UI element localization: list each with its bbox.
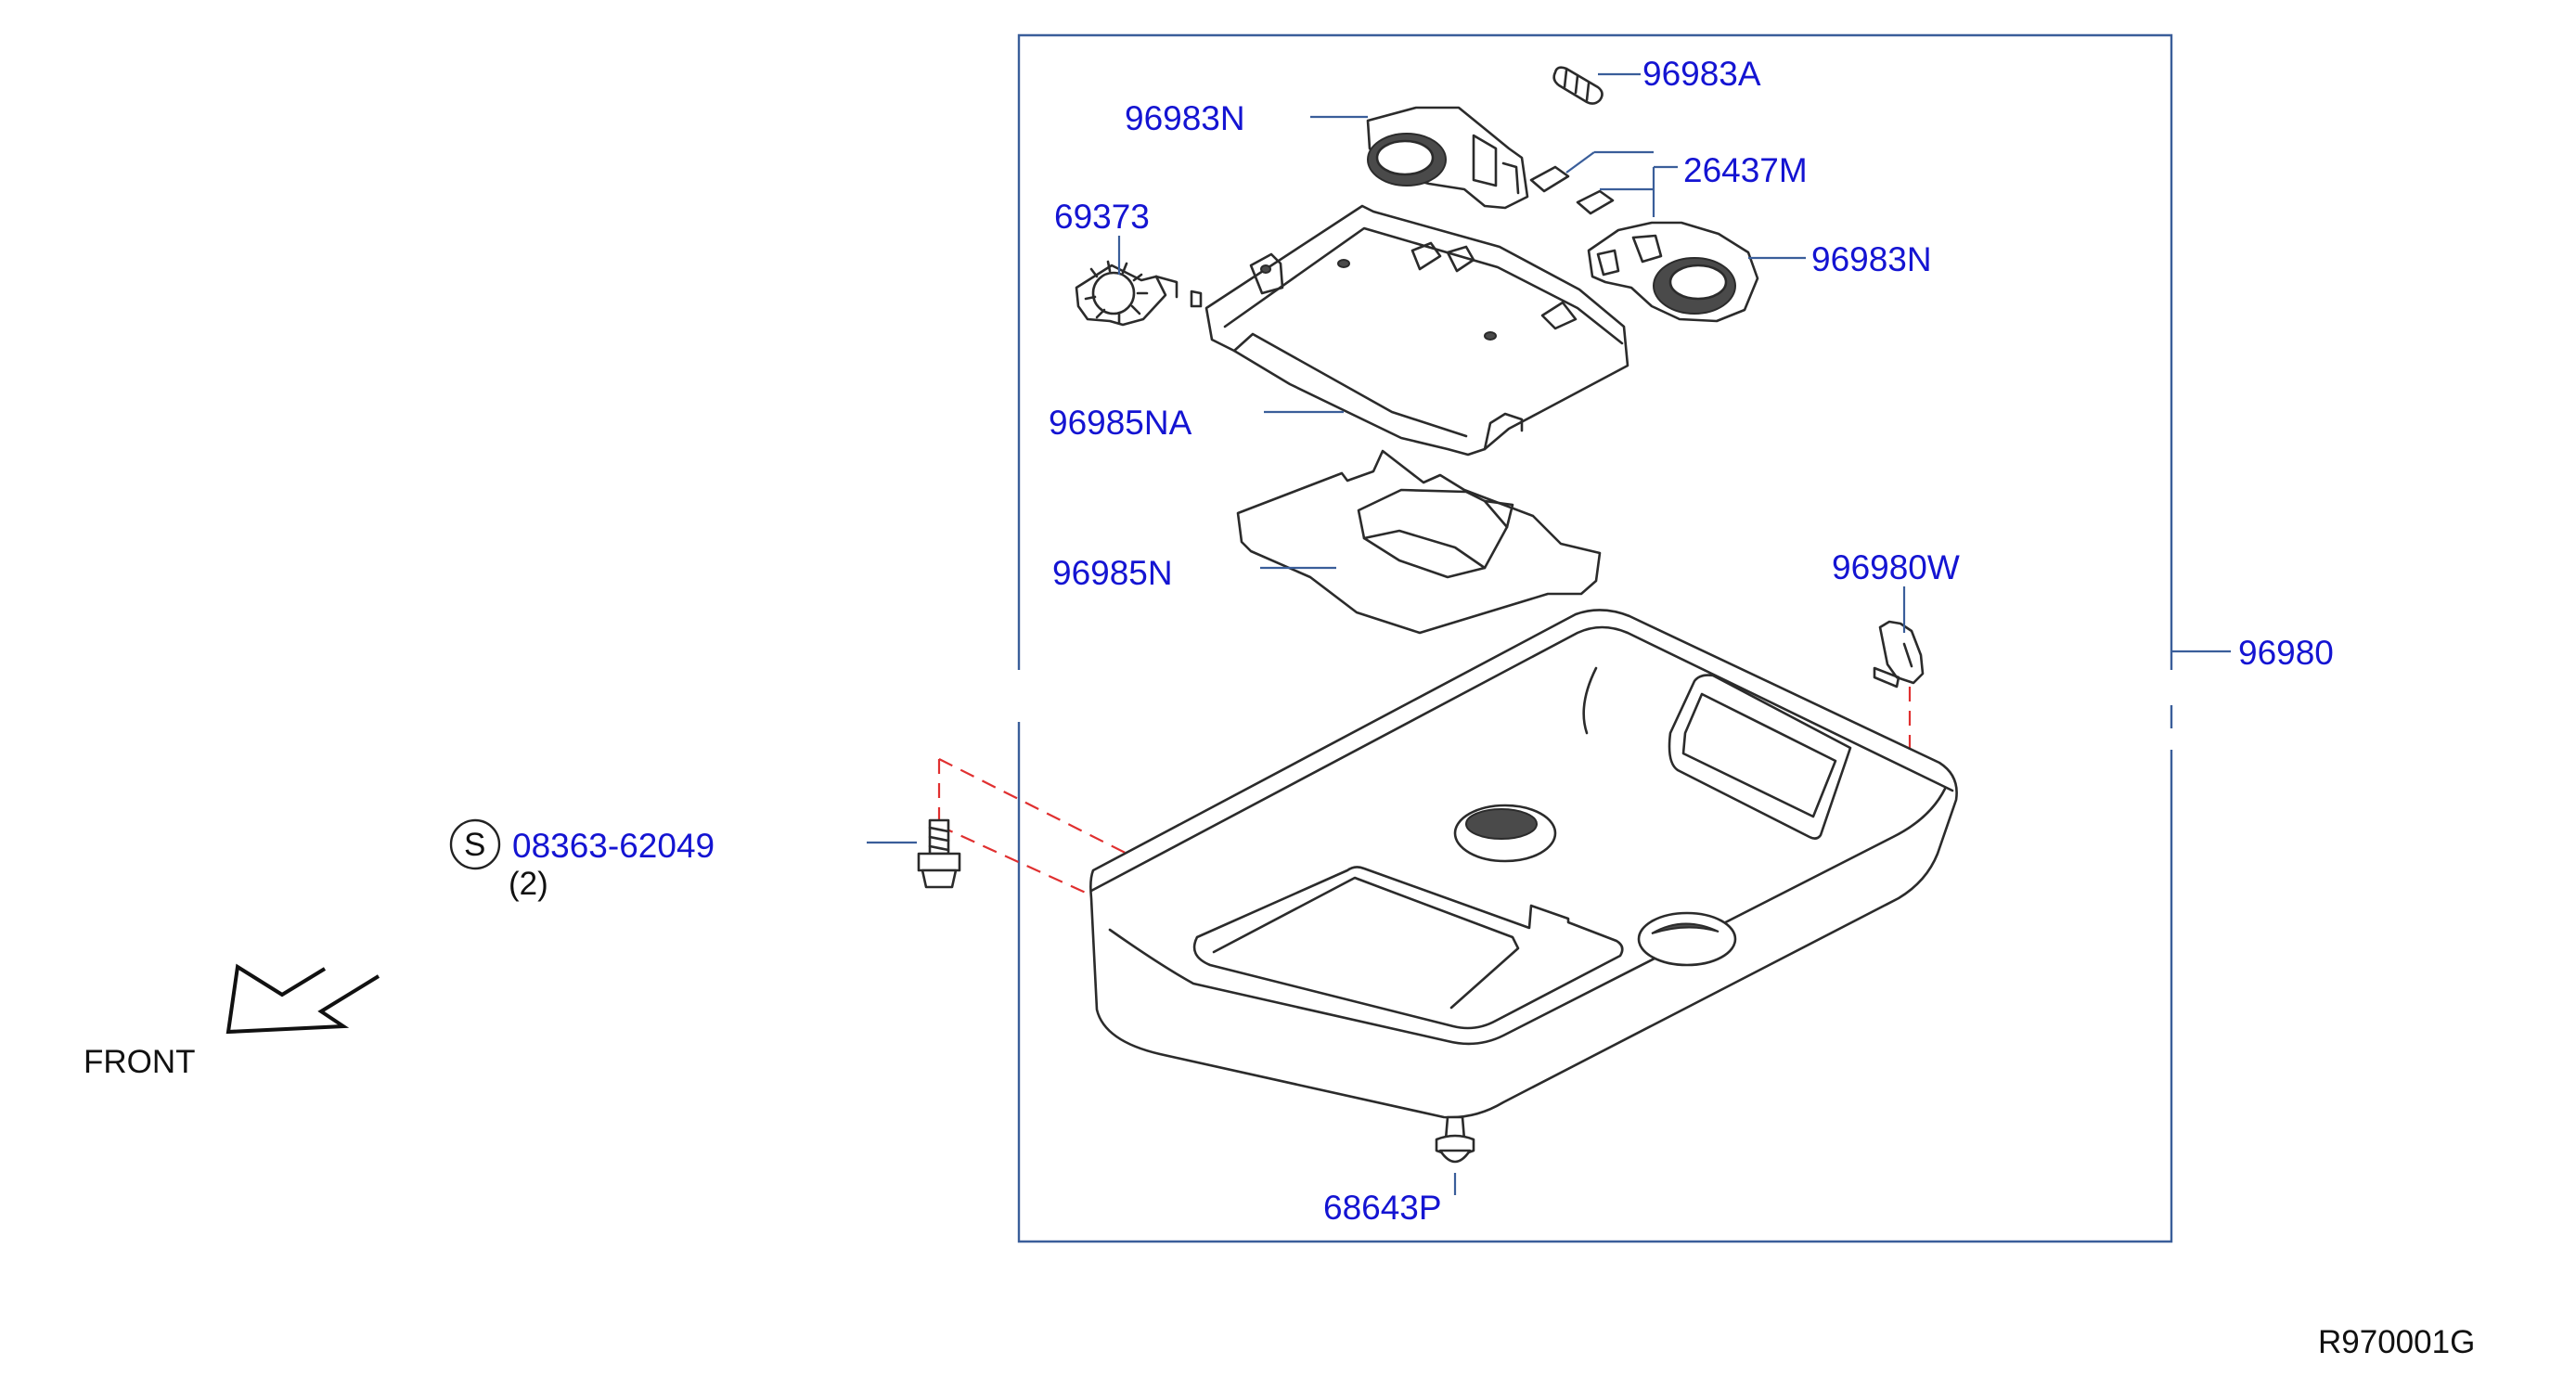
leader-lines (867, 72, 2231, 1195)
lens-96985N (1236, 449, 1602, 635)
label-96983N-right: 96983N (1811, 240, 1932, 278)
bulbs-26437M (1529, 165, 1615, 215)
label-96980W: 96980W (1832, 548, 1960, 586)
front-label: FRONT (84, 1044, 196, 1080)
front-arrow (225, 963, 380, 1035)
label-08363-62049: 08363-62049 (512, 827, 715, 865)
overhead-console-body (1089, 609, 1958, 1119)
diagram-code: R970001G (2318, 1324, 2475, 1360)
label-96983A: 96983A (1642, 55, 1761, 93)
standard-part-symbol (449, 818, 501, 870)
clip-68643P (1435, 1115, 1475, 1164)
label-96985NA: 96985NA (1049, 404, 1192, 442)
assembly-frame (1017, 33, 2173, 1243)
label-69373: 69373 (1054, 198, 1150, 236)
label-96985N: 96985N (1052, 554, 1173, 592)
lamp-socket-96983N-right (1587, 221, 1759, 323)
standard-part-symbol-letter: S (464, 827, 485, 863)
lamp-housing-96985NA (1204, 204, 1629, 457)
clip-96980W (1873, 620, 1925, 688)
label-96980: 96980 (2238, 634, 2334, 672)
label-26437M: 26437M (1683, 151, 1808, 189)
switch-69373 (1075, 260, 1203, 327)
lamp-socket-96983N-top (1366, 106, 1529, 210)
screw-08363 (917, 818, 961, 889)
label-68643P: 68643P (1323, 1189, 1442, 1227)
label-quantity: (2) (509, 866, 548, 902)
label-96983N-top: 96983N (1125, 99, 1245, 137)
bulb-96983A (1552, 66, 1604, 105)
